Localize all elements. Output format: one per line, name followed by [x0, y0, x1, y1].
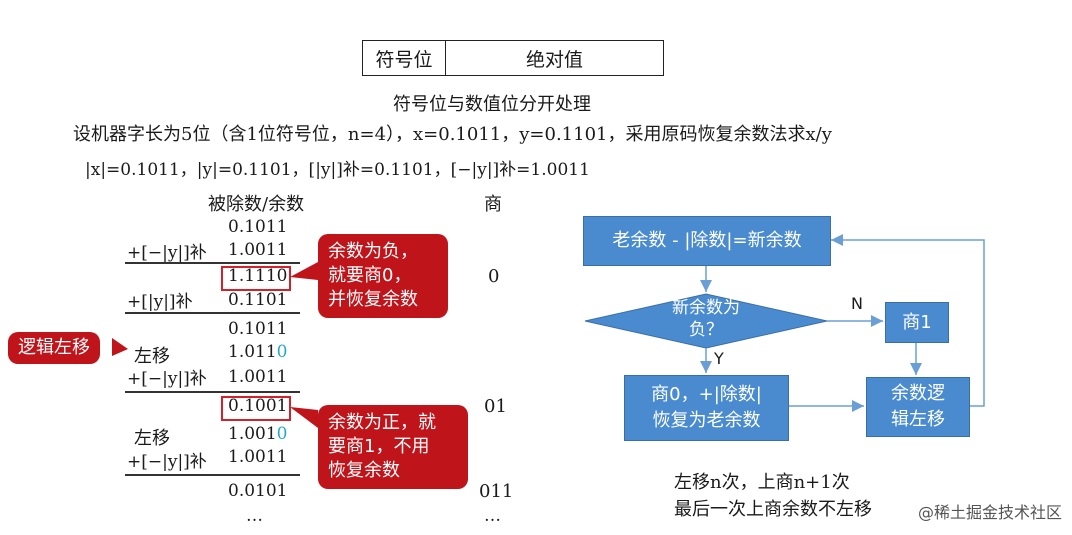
shift-label-2: 左移 [134, 428, 170, 449]
dividend-header: 被除数/余数 [208, 194, 305, 215]
operation-3: +[−|y|]补 [127, 369, 207, 389]
quotient-2: 01 [484, 396, 507, 417]
shift-label-1: 左移 [134, 346, 170, 367]
problem-line-1: 设机器字长为5位（含1位符号位，n=4），x=0.1011，y=0.1101，采… [73, 124, 832, 145]
callout-pointer-positive [290, 407, 318, 428]
sum-rule-1 [125, 262, 300, 264]
shifted-in-digit-2: 0 [276, 424, 288, 444]
quotient-1: 0 [488, 266, 500, 287]
flow-box-quotient-0-line-2: 恢复为老余数 [652, 410, 761, 431]
sum-rule-4 [125, 474, 300, 476]
callout-positive-remainder: 余数为正，就 要商1，不用 恢复余数 [318, 405, 468, 489]
callout-negative-line-3: 并恢复余数 [328, 289, 418, 310]
callout-positive-line-2: 要商1，不用 [328, 436, 430, 457]
operation-4: +[−|y|]补 [127, 452, 207, 472]
flow-box-logic-shift-line-1: 余数逻 [891, 383, 945, 404]
label-yes: Y [714, 349, 724, 368]
callout-positive-line-3: 恢复余数 [328, 460, 400, 481]
magnitude-cell: 绝对值 [525, 48, 583, 71]
subtitle: 符号位与数值位分开处理 [393, 94, 591, 115]
note-line-2: 最后一次上商余数不左移 [674, 499, 872, 520]
highlight-box-1 [221, 266, 291, 291]
remainder-row-2: 1.1110 [228, 266, 288, 286]
remainder-row-3: 0.1011 [228, 319, 288, 339]
decision-line-1: 新余数为 [672, 298, 740, 318]
watermark: @稀土掘金技术社区 [917, 503, 1062, 522]
remainder-row-5: 0.1001 [228, 396, 288, 416]
value-row-2: 0.1101 [228, 290, 288, 310]
callout-positive-line-1: 余数为正，就 [328, 412, 436, 433]
callout-logic-shift: 逻辑左移 [8, 332, 100, 364]
decision-text: 新余数为 负？ [648, 297, 764, 341]
problem-line-2: |x|=0.1011，|y|=0.1101，[|y|]补=0.1101，[−|y… [85, 160, 590, 180]
operation-1: +[−|y|]补 [127, 243, 207, 263]
flow-box-subtract: 老余数 - |除数|=新余数 [583, 216, 831, 266]
callout-negative-line-2: 就要商0， [328, 265, 412, 286]
callout-pointer-negative [290, 262, 318, 280]
value-row-4: 1.0011 [228, 447, 288, 467]
value-row-3: 1.0011 [228, 367, 288, 387]
value-row-1: 1.0011 [228, 240, 288, 260]
sign-bit-cell: 符号位 [363, 41, 446, 75]
remainder-row-6-digits: 1.001 [228, 424, 277, 444]
callout-negative-remainder: 余数为负， 就要商0， 并恢复余数 [318, 234, 448, 318]
label-no: N [851, 294, 863, 313]
remainder-row-4: 1.0110 [228, 342, 288, 362]
flow-box-quotient-1: 商1 [885, 302, 949, 343]
sign-magnitude-table: 符号位 绝对值 [362, 40, 664, 76]
highlight-box-2 [221, 396, 291, 421]
remainder-row-7: 0.0101 [228, 481, 288, 501]
flow-box-quotient-0-line-1: 商0，+|除数| [651, 384, 762, 405]
remainder-row-4-digits: 1.011 [228, 342, 277, 362]
flow-box-quotient-0: 商0，+|除数| 恢复为老余数 [624, 375, 789, 441]
callout-pointer-shift [112, 338, 128, 356]
flow-box-logic-shift: 余数逻 辑左移 [866, 377, 970, 437]
remainder-row-1: 0.1011 [228, 217, 288, 237]
ellipsis-left: … [246, 506, 263, 526]
callout-negative-line-1: 余数为负， [328, 241, 418, 262]
sum-rule-3 [125, 391, 300, 393]
flow-box-logic-shift-line-2: 辑左移 [891, 409, 945, 430]
quotient-3: 011 [479, 481, 514, 502]
operation-2: +[|y|]补 [127, 292, 193, 312]
ellipsis-right: … [484, 506, 501, 526]
decision-line-2: 负？ [689, 320, 723, 340]
remainder-row-6: 1.0010 [228, 424, 288, 444]
note-line-1: 左移n次，上商n+1次 [674, 472, 850, 493]
shifted-in-digit-1: 0 [276, 342, 288, 362]
sum-rule-2 [125, 312, 300, 314]
arrow-loop-back [831, 234, 985, 407]
quotient-header: 商 [484, 194, 502, 215]
